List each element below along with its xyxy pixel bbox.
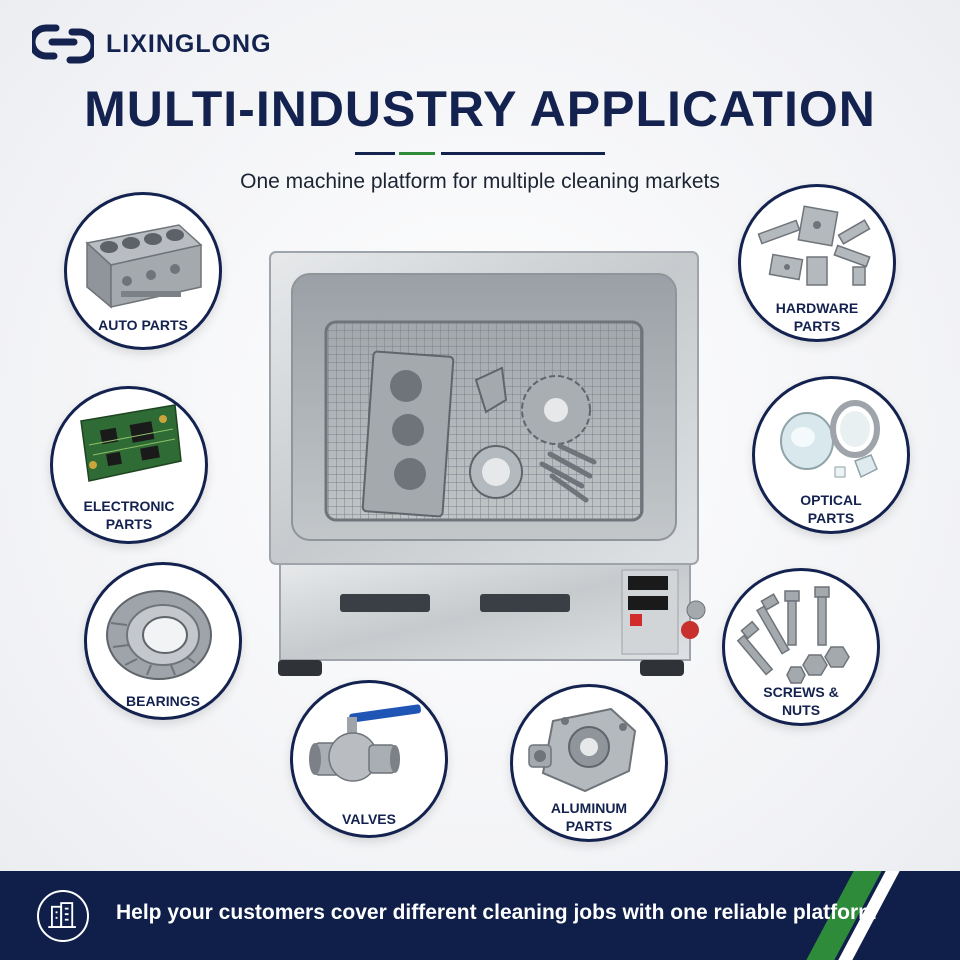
application-hardware-parts: HARDWARE PARTS [738,184,896,342]
circuit-board-icon [80,404,182,482]
caster [640,660,684,676]
aluminum-housing-icon [528,707,637,793]
application-label: VALVES [342,811,396,827]
display [628,576,668,590]
page-subtitle: One machine platform for multiple cleani… [240,170,720,193]
application-screws-nuts: SCREWS & NUTS [722,568,880,726]
brand-logo: LIXINGLONG [32,22,272,66]
page-title: MULTI-INDUSTRY APPLICATION [84,81,876,137]
application-label: SCREWS & NUTS [763,684,839,718]
application-label: OPTICAL PARTS [800,492,862,526]
application-aluminum-parts: ALUMINUM PARTS [510,684,668,842]
drain-valve [681,621,699,639]
basket-parts [361,350,597,518]
application-bearings: BEARINGS [84,562,242,720]
application-auto-parts: AUTO PARTS [64,192,222,350]
application-label: BEARINGS [126,693,200,709]
ultrasonic-cleaning-tank [269,251,706,676]
application-label: HARDWARE PARTS [775,300,859,334]
title-divider [355,152,605,155]
engine-block-icon [85,224,203,309]
footer-tagline: Help your customers cover different clea… [116,901,877,924]
application-valves: VALVES [290,680,448,838]
brand-logo-icon [32,24,94,64]
brand-name: LIXINGLONG [106,29,272,58]
application-electronic-parts: ELECTRONIC PARTS [50,386,208,544]
tapered-bearing-icon [106,590,212,680]
optical-lenses-icon [780,400,880,479]
cabinet-vent [340,594,430,612]
footer-banner: Help your customers cover different clea… [0,871,960,960]
application-optical-parts: OPTICAL PARTS [752,376,910,534]
ball-valve-icon [309,704,421,782]
power-switch [630,614,642,626]
display [628,596,668,610]
application-label: ALUMINUM PARTS [550,800,628,834]
application-label: AUTO PARTS [98,317,188,333]
application-label: ELECTRONIC PARTS [83,498,175,532]
cabinet-vent [480,594,570,612]
metal-brackets-icon [757,205,871,286]
city-buildings-icon [37,890,89,942]
caster [278,660,322,676]
screws-nuts-icon [736,586,850,684]
